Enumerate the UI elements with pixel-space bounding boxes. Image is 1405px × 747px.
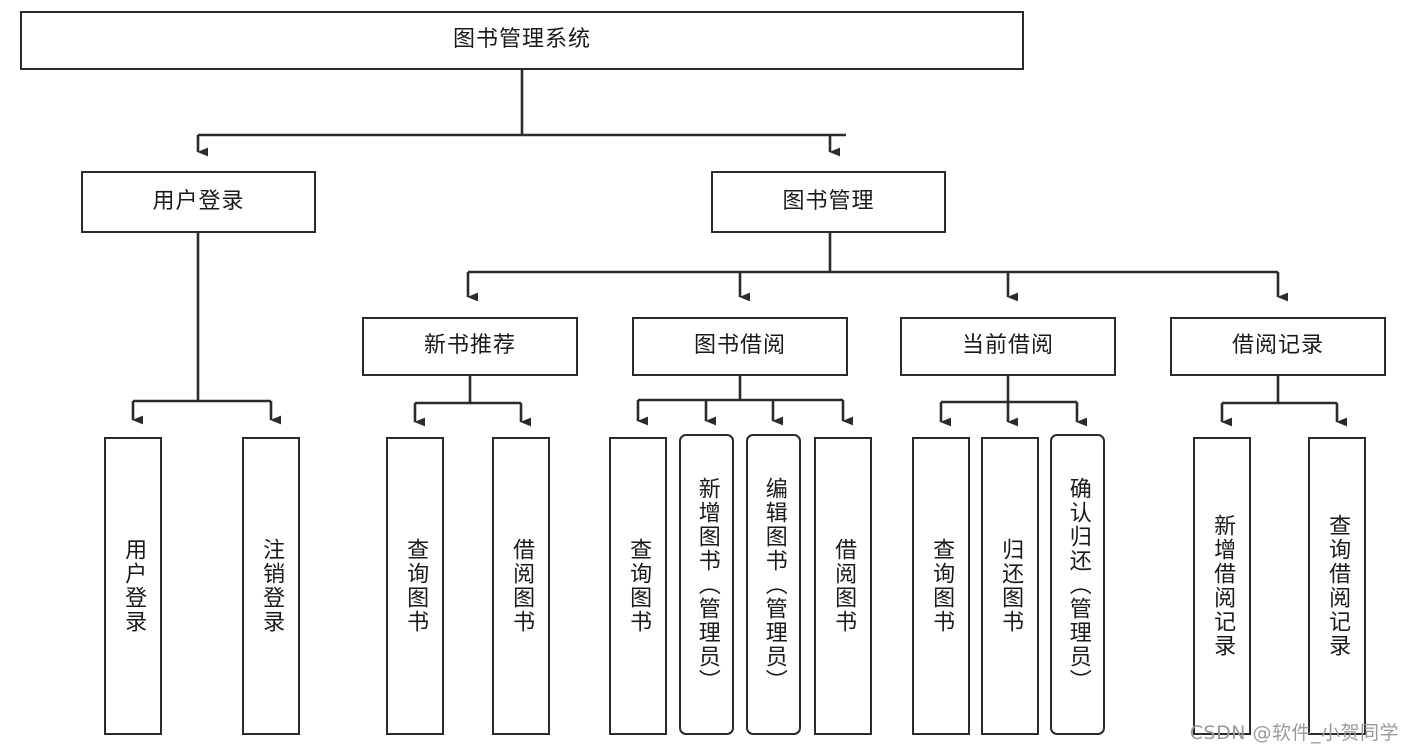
node-book-borrow[interactable]: 图书借阅: [632, 317, 848, 376]
node-borrow-record[interactable]: 借阅记录: [1170, 317, 1386, 376]
leaf-borrow-edit-book-admin[interactable]: 编辑图书（管理员）: [746, 434, 801, 735]
node-label: 用户登录: [152, 188, 245, 214]
node-book-management[interactable]: 图书管理: [711, 171, 946, 233]
node-label: 查询图书: [626, 538, 652, 634]
node-label: 确认归还（管理员）: [1065, 476, 1091, 693]
leaf-record-query-borrow-record[interactable]: 查询借阅记录: [1308, 437, 1366, 735]
leaf-user-login-logout[interactable]: 注销登录: [242, 437, 300, 735]
leaf-user-login-login[interactable]: 用户登录: [104, 437, 162, 735]
leaf-current-query-book[interactable]: 查询图书: [912, 437, 970, 735]
leaf-record-add-borrow-record[interactable]: 新增借阅记录: [1193, 437, 1251, 735]
node-label: 借阅记录: [1231, 333, 1324, 359]
node-label: 查询图书: [929, 538, 955, 634]
leaf-current-confirm-return-admin[interactable]: 确认归还（管理员）: [1050, 434, 1105, 735]
node-label: 借阅图书: [831, 538, 857, 634]
leaf-new-book-borrow-book[interactable]: 借阅图书: [492, 437, 550, 735]
node-root-book-management-system[interactable]: 图书管理系统: [20, 11, 1024, 70]
node-label: 借阅图书: [509, 538, 535, 634]
node-label: 图书管理系统: [452, 27, 591, 53]
node-label: 查询借阅记录: [1325, 514, 1351, 658]
node-label: 新增借阅记录: [1210, 514, 1236, 658]
node-label: 当前借阅: [961, 333, 1054, 359]
node-label: 新书推荐: [423, 333, 516, 359]
node-label: 查询图书: [403, 538, 429, 634]
node-label: 注销登录: [259, 538, 285, 634]
node-label: 编辑图书（管理员）: [761, 476, 787, 693]
node-label: 归还图书: [998, 538, 1024, 634]
node-new-book-recommend[interactable]: 新书推荐: [362, 317, 578, 376]
leaf-borrow-query-book[interactable]: 查询图书: [609, 437, 667, 735]
leaf-current-return-book[interactable]: 归还图书: [981, 437, 1039, 735]
node-label: 图书管理: [782, 188, 875, 214]
leaf-borrow-add-book-admin[interactable]: 新增图书（管理员）: [679, 434, 734, 735]
node-label: 新增图书（管理员）: [694, 476, 720, 693]
leaf-new-book-query-book[interactable]: 查询图书: [386, 437, 444, 735]
node-current-borrow[interactable]: 当前借阅: [900, 317, 1116, 376]
node-label: 用户登录: [121, 538, 147, 634]
leaf-borrow-borrow-book[interactable]: 借阅图书: [814, 437, 872, 735]
node-label: 图书借阅: [693, 333, 786, 359]
node-user-login[interactable]: 用户登录: [81, 171, 316, 233]
